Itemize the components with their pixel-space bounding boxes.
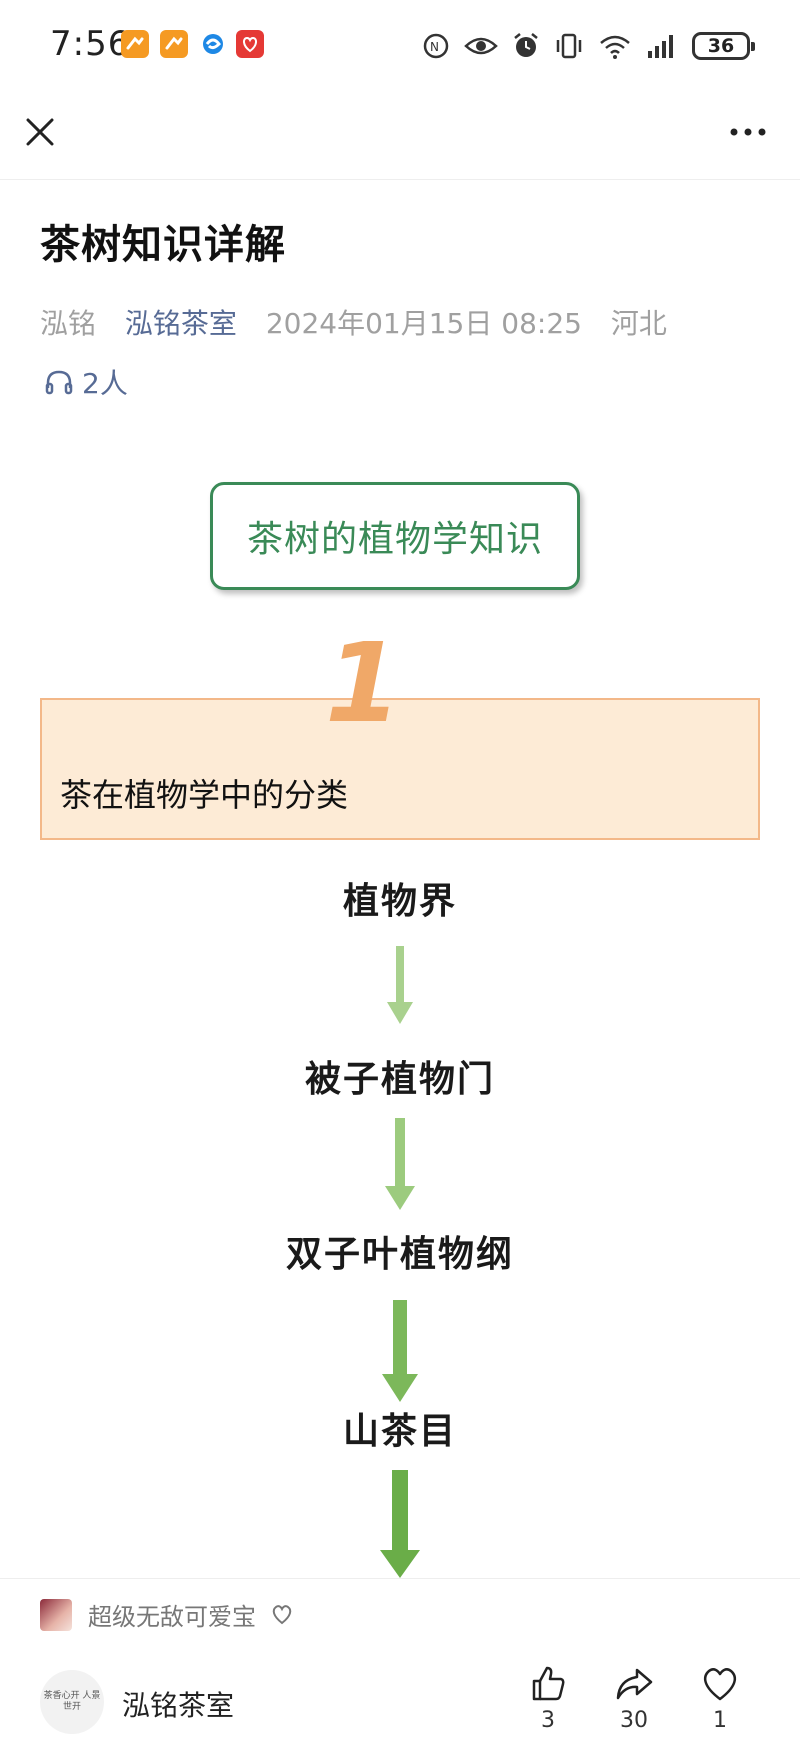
article-title: 茶树知识详解 xyxy=(40,222,286,268)
status-time: 7:56 xyxy=(50,24,131,64)
orange-app-icon xyxy=(121,30,149,58)
article-content-image: 茶树的植物学知识 茶在植物学中的分类 1 植物界 被子植物门 双子叶植物纲 山茶… xyxy=(0,420,800,1578)
commenter-name: 超级无敌可爱宝 xyxy=(88,1603,256,1631)
close-icon xyxy=(26,118,54,146)
alarm-icon xyxy=(514,33,538,57)
thumbs-up-icon xyxy=(532,1666,565,1701)
like-button[interactable]: 3 xyxy=(518,1664,578,1733)
footer-account-name[interactable]: 泓铭茶室 xyxy=(122,1689,235,1722)
down-arrow-icon xyxy=(0,1300,800,1404)
commenter-avatar xyxy=(40,1599,72,1631)
battery-icon: 36 xyxy=(692,32,755,60)
eye-icon xyxy=(464,37,498,55)
vibrate-icon xyxy=(556,33,582,59)
publish-datetime: 2024年01月15日 08:25 xyxy=(265,307,582,340)
heart-outline-icon xyxy=(272,1605,292,1625)
comment-preview[interactable]: 超级无敌可爱宝 xyxy=(0,1578,800,1648)
orange-app-icon xyxy=(160,30,188,58)
share-button[interactable]: 30 xyxy=(604,1664,664,1733)
favorite-count: 1 xyxy=(713,1708,727,1733)
share-count: 30 xyxy=(620,1708,648,1733)
status-bar: 7:56 N 36 xyxy=(0,0,800,92)
headphones-icon xyxy=(45,370,73,395)
like-count: 3 xyxy=(541,1708,555,1733)
listener-count: 2人 xyxy=(82,367,128,400)
footer-bar: 茶香心开 人景世开 泓铭茶室 3 30 1 xyxy=(0,1648,800,1758)
heart-icon xyxy=(703,1668,737,1701)
author-name: 泓铭 xyxy=(40,307,97,340)
signal-icon xyxy=(648,35,673,58)
more-options-button[interactable] xyxy=(726,120,770,144)
share-icon xyxy=(616,1668,653,1700)
avatar-text: 茶香心开 人景世开 xyxy=(43,1691,101,1712)
article-meta: 泓铭 泓铭茶室 2024年01月15日 08:25 河北 xyxy=(40,302,667,342)
account-link[interactable]: 泓铭茶室 xyxy=(124,307,237,340)
section-heading: 茶树的植物学知识 xyxy=(246,519,543,560)
taxonomy-order: 山茶目 xyxy=(342,1410,457,1452)
nfc-icon: N xyxy=(423,33,449,59)
down-arrow-icon xyxy=(0,1470,800,1578)
listen-count[interactable]: 2人 xyxy=(44,362,128,402)
taxonomy-phylum: 被子植物门 xyxy=(304,1058,495,1100)
system-status-icons: N 36 xyxy=(422,28,755,64)
wifi-icon xyxy=(600,35,630,59)
section-heading-box: 茶树的植物学知识 xyxy=(210,482,580,590)
more-icon xyxy=(730,128,766,136)
section-title: 茶在植物学中的分类 xyxy=(60,776,349,814)
favorite-button[interactable]: 1 xyxy=(690,1664,750,1733)
nav-bar xyxy=(0,92,800,180)
publish-location: 河北 xyxy=(610,307,667,340)
down-arrow-icon xyxy=(0,946,800,1026)
account-avatar[interactable]: 茶香心开 人景世开 xyxy=(40,1670,104,1734)
close-button[interactable] xyxy=(22,114,58,150)
section-number: 1 xyxy=(325,619,402,747)
taxonomy-class: 双子叶植物纲 xyxy=(285,1233,514,1275)
down-arrow-icon xyxy=(0,1118,800,1212)
battery-level: 36 xyxy=(707,35,735,57)
section-title-box: 茶在植物学中的分类 xyxy=(40,698,760,840)
taxonomy-kingdom: 植物界 xyxy=(342,880,457,922)
svg-text:N: N xyxy=(430,40,439,54)
browser-icon xyxy=(199,30,227,58)
red-app-icon xyxy=(236,30,264,58)
